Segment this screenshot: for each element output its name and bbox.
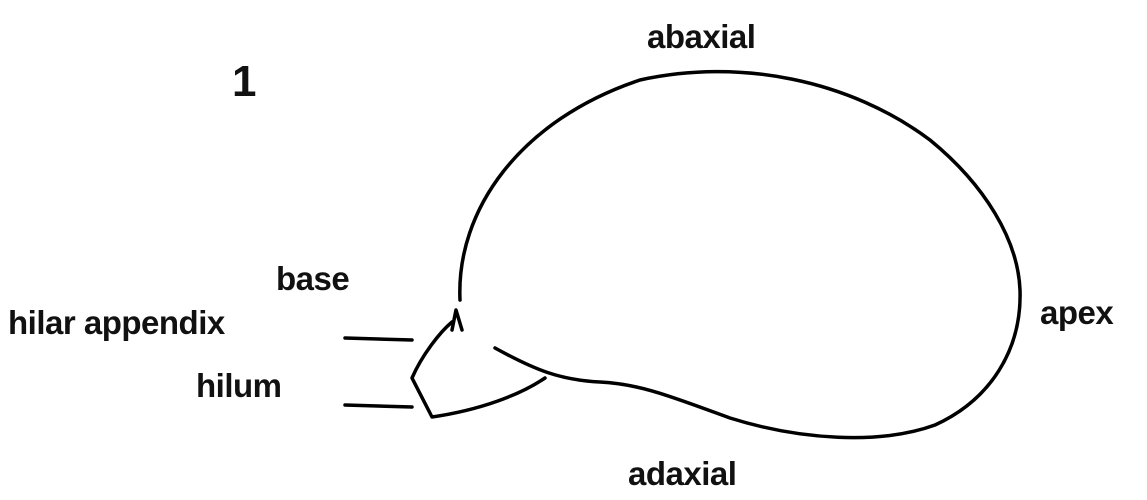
label-hilar-appendix: hilar appendix bbox=[8, 306, 225, 339]
label-abaxial: abaxial bbox=[647, 20, 755, 53]
label-hilum: hilum bbox=[196, 369, 282, 402]
hilar-appendix-outline bbox=[412, 322, 545, 417]
label-apex: apex bbox=[1040, 296, 1113, 329]
label-adaxial: adaxial bbox=[628, 457, 736, 490]
spore-body-outline bbox=[460, 72, 1020, 438]
figure-number: 1 bbox=[232, 60, 256, 104]
hilum-leader-line bbox=[345, 405, 412, 407]
base-marker bbox=[452, 310, 462, 330]
hilar-appendix-leader-line bbox=[345, 338, 412, 340]
label-base: base bbox=[276, 262, 349, 295]
